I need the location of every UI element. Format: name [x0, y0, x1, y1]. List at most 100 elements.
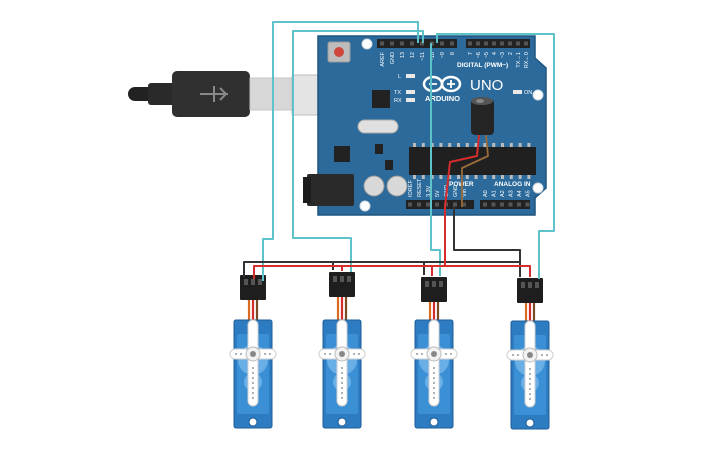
digital-pin-socket[interactable]: [400, 41, 404, 46]
analog-pin-socket[interactable]: [483, 202, 487, 207]
servo-4[interactable]: [506, 278, 554, 430]
mcu-leg: [527, 175, 531, 179]
digital-pin-socket[interactable]: [492, 41, 496, 46]
digital-pin-socket[interactable]: [440, 41, 444, 46]
digital-pin-socket[interactable]: [516, 41, 520, 46]
servo-connector-pin: [528, 282, 532, 288]
usb-symbol-icon: [200, 86, 228, 102]
servo-screw-hole: [248, 417, 258, 427]
digital-pin-socket[interactable]: [468, 41, 472, 46]
small-component: [385, 160, 393, 170]
analog-pin-label: A1: [492, 190, 498, 197]
signal-wire-servo-4[interactable]: [436, 33, 555, 279]
digital-pin-socket[interactable]: [524, 41, 528, 46]
servo-3[interactable]: [410, 277, 458, 429]
led-label-rx: RX: [394, 98, 402, 104]
digital-pin-socket[interactable]: [484, 41, 488, 46]
servo-horn-vertical[interactable]: [247, 319, 259, 407]
digital-pin-socket[interactable]: [476, 41, 480, 46]
small-component: [375, 144, 383, 154]
analog-pin-socket[interactable]: [508, 202, 513, 207]
servo-2[interactable]: [318, 272, 366, 429]
servo-horn-hole: [529, 393, 531, 395]
digital-pin-socket[interactable]: [500, 41, 504, 46]
servo-horn-hole: [433, 367, 435, 369]
usb-cable: [128, 71, 351, 117]
servo-horn-hole: [358, 353, 360, 355]
digital-pin-socket[interactable]: [410, 41, 414, 46]
analog-pin-label: A2: [500, 190, 506, 197]
servo-horn-hole: [433, 387, 435, 389]
servo-horn-hole: [341, 372, 343, 374]
signal-wire-servo-2[interactable]: [292, 30, 424, 272]
power-pin-socket[interactable]: [453, 202, 457, 207]
digital-pin-label: ~5: [484, 52, 490, 58]
microcontroller-chip: [409, 143, 536, 179]
servo-screw-hole: [429, 417, 439, 427]
servo-connector[interactable]: [421, 277, 447, 302]
digital-pin-socket[interactable]: [450, 41, 454, 46]
analog-pin-label: A3: [509, 190, 515, 197]
power-header-strip: [406, 200, 474, 209]
servo-horn-hole: [529, 398, 531, 400]
power-pin-socket[interactable]: [417, 202, 421, 207]
ground-wire-board[interactable]: [453, 207, 521, 262]
digital-pin-socket[interactable]: [508, 41, 512, 46]
digital-pin-label: ~3: [500, 52, 506, 58]
led-label-l: L: [398, 74, 401, 80]
digital-pin-label: ~10: [430, 52, 436, 61]
crystal-oscillator: [357, 119, 399, 134]
servo-1[interactable]: [229, 275, 277, 429]
servo-connector[interactable]: [517, 278, 543, 303]
signal-wire-servo-1[interactable]: [262, 21, 419, 281]
servo-horn-hole: [341, 397, 343, 399]
digital-pin-label: ~11: [420, 52, 426, 61]
servo-horn-hole: [264, 353, 266, 355]
usb-strain-relief: [148, 83, 176, 105]
digital-pin-socket[interactable]: [380, 41, 384, 46]
capacitor-lead-negative[interactable]: [461, 134, 489, 207]
power-pin-label: GND: [453, 185, 459, 197]
servo-connector-pin: [258, 279, 262, 285]
power-pin-socket[interactable]: [408, 202, 412, 207]
analog-pin-socket[interactable]: [525, 202, 530, 207]
analog-pin-socket[interactable]: [500, 202, 504, 207]
servo-horn-vertical[interactable]: [428, 319, 440, 407]
servo-horn-vertical[interactable]: [524, 320, 536, 408]
mcu-leg: [421, 143, 425, 147]
capacitor-lead-positive[interactable]: [444, 134, 480, 208]
digital-header-label: DIGITAL (PWM~): [457, 62, 508, 69]
mcu-pins: [413, 143, 531, 179]
mcu-leg: [465, 143, 469, 147]
mcu-leg: [457, 175, 460, 179]
analog-header-label: ANALOG IN: [494, 181, 531, 188]
digital-pin-socket[interactable]: [390, 41, 394, 46]
analog-pin-socket[interactable]: [517, 202, 521, 207]
servo-horn-hole: [252, 367, 254, 369]
servo-horn-hole: [529, 388, 531, 390]
analog-pin-socket[interactable]: [491, 202, 496, 207]
servo-connector[interactable]: [329, 272, 355, 297]
power-wire-bus[interactable]: [253, 265, 531, 279]
ground-wire-bus[interactable]: [243, 261, 521, 277]
power-pin-socket[interactable]: [435, 202, 439, 207]
digital-pin-socket[interactable]: [420, 41, 424, 46]
servo-connector-pin: [347, 276, 351, 282]
led-l: [406, 74, 415, 78]
servo-horn-hole: [341, 377, 343, 379]
servo-horn-hole: [240, 353, 242, 355]
power-pin-socket[interactable]: [426, 202, 430, 207]
power-capacitor: [386, 175, 408, 197]
mcu-leg: [413, 175, 416, 179]
servo-horn-vertical[interactable]: [336, 319, 348, 407]
servo-horn-hole: [546, 354, 548, 356]
digital-pin-label: RX←0: [524, 52, 530, 68]
digital-pin-label: 7: [468, 52, 474, 55]
mounting-hole: [532, 89, 544, 101]
power-pin-socket[interactable]: [462, 202, 466, 207]
mcu-leg: [501, 175, 504, 179]
